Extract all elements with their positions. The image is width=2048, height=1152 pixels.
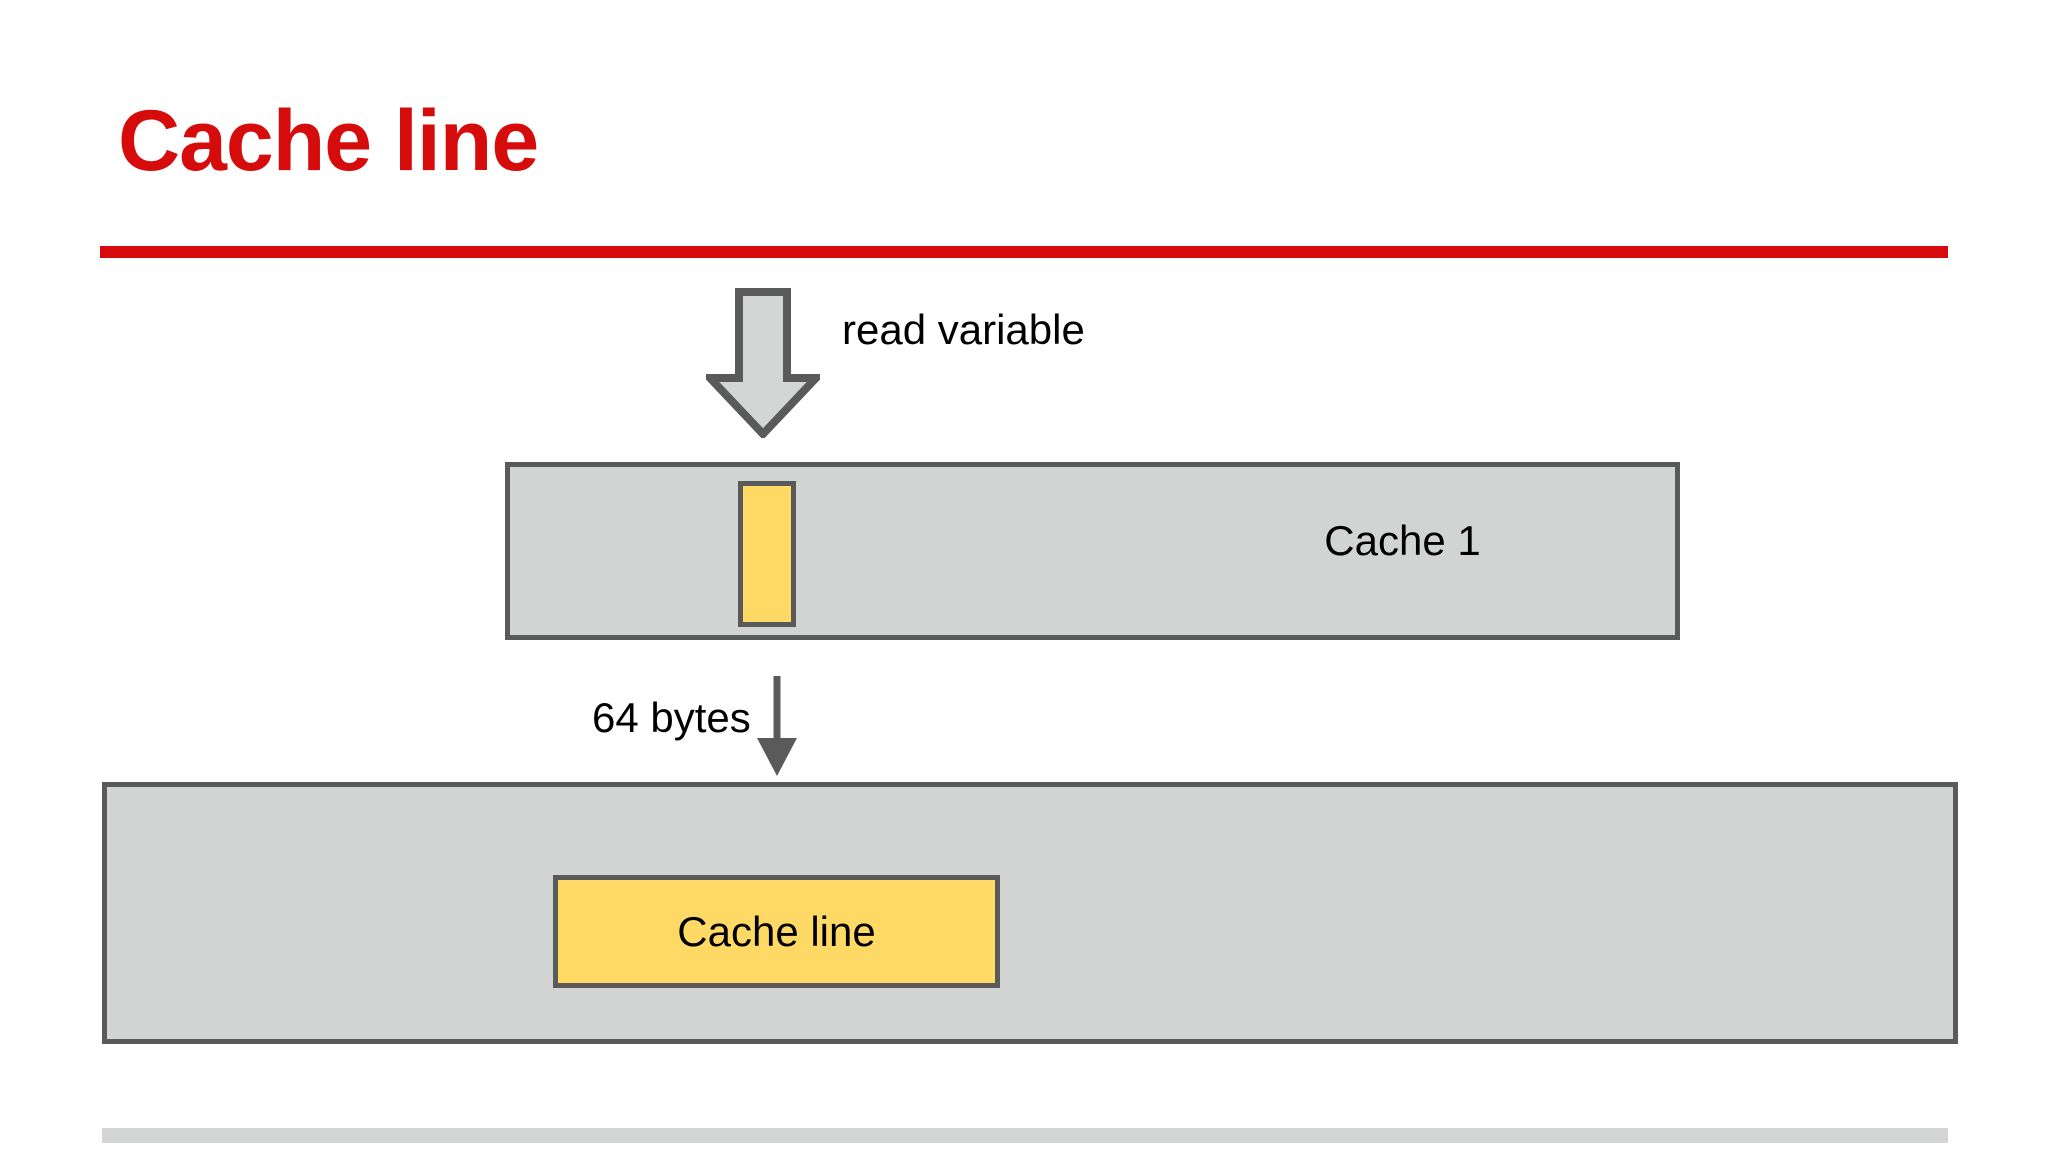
variable-block-icon (738, 481, 796, 627)
read-variable-label: read variable (842, 306, 1085, 353)
cache-1-label: Cache 1 (1324, 517, 1481, 564)
cache-line-label: Cache line (677, 907, 876, 955)
block-down-arrow-icon (706, 288, 820, 438)
title-divider (100, 246, 1948, 258)
memory-box: Cache line (102, 782, 1958, 1044)
cache-1-box: Cache 1 (505, 462, 1680, 640)
page-title: Cache line (118, 93, 539, 189)
bottom-edge-bar (102, 1128, 1948, 1143)
transfer-size-label: 64 bytes (592, 694, 751, 741)
down-arrow-icon (752, 672, 802, 782)
cache-line-block: Cache line (553, 875, 1000, 988)
